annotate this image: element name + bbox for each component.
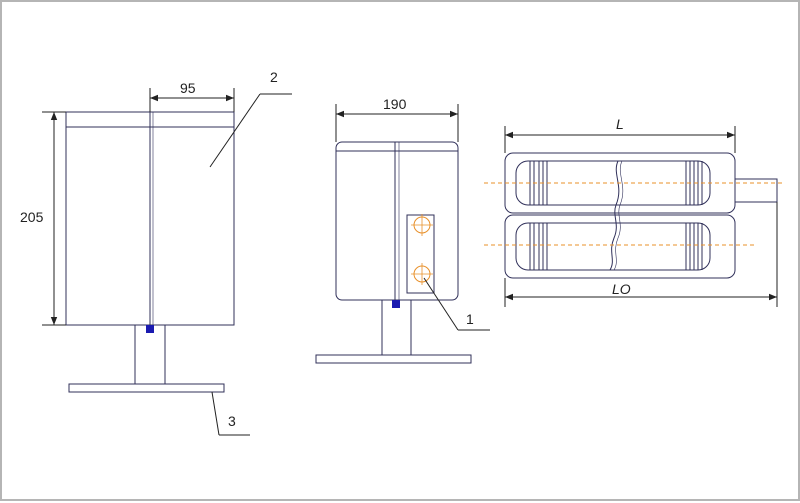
side-view-connector (146, 325, 154, 333)
lower-coil (504, 214, 736, 279)
callout-3-label: 3 (228, 413, 236, 429)
dimension-LO (504, 202, 778, 307)
front-view-connector (392, 300, 400, 308)
dimension-LO-label: LO (612, 281, 631, 297)
dimension-L (504, 126, 736, 153)
dimension-190-label: 190 (383, 96, 407, 112)
side-view (65, 111, 235, 393)
lower-coil-window (515, 222, 711, 271)
top-view (504, 152, 778, 279)
callout-1-label: 1 (466, 311, 474, 327)
dimension-L-label: L (616, 116, 624, 132)
front-view-base-plate (315, 354, 472, 364)
dimension-205 (42, 111, 66, 326)
break-line (609, 160, 620, 271)
dimension-95 (149, 88, 235, 112)
front-view-stand-post (381, 299, 412, 356)
dimension-190 (335, 104, 459, 142)
side-view-stand-post (134, 324, 166, 385)
dimension-95-label: 95 (180, 80, 196, 96)
callout-3-leader (211, 391, 250, 436)
centerlines (484, 182, 784, 246)
callout-1-leader (423, 277, 490, 331)
callout-2-leader (209, 93, 292, 168)
side-view-base-plate (68, 383, 225, 393)
dimension-205-label: 205 (20, 209, 44, 225)
front-view-body (335, 141, 459, 301)
front-view (315, 141, 472, 364)
callout-2-label: 2 (270, 69, 278, 85)
shaft (734, 178, 778, 203)
